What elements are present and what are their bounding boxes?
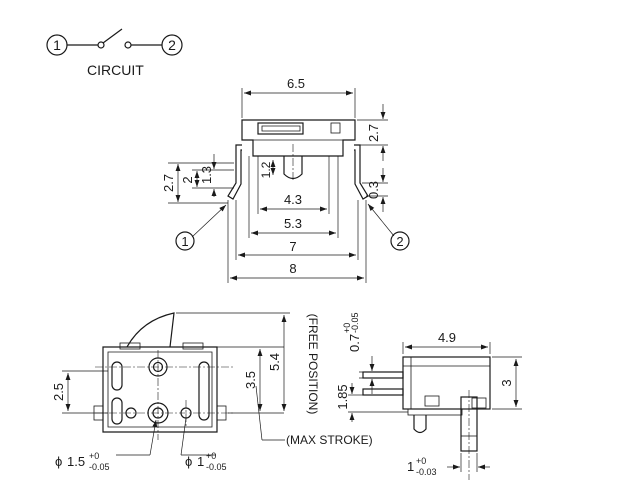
actuator-rod-lower bbox=[362, 388, 404, 396]
dim-2-7-left: 2.7 bbox=[161, 174, 176, 192]
terminal-left bbox=[227, 144, 242, 200]
dim-1-85: 1.85 bbox=[335, 384, 350, 409]
callout-1: 1 bbox=[181, 234, 188, 249]
hole-small-tol-dn: -0.05 bbox=[206, 462, 227, 472]
top-view: 6.5 2.7 0.3 2.7 2 1.3 1.2 4.3 bbox=[161, 76, 410, 283]
dim-1-tol-up: +0 bbox=[416, 456, 426, 466]
hole-small-leader bbox=[180, 417, 187, 456]
max-stroke-label: (MAX STROKE) bbox=[286, 433, 373, 447]
dim-2-5: 2.5 bbox=[51, 383, 66, 401]
contact-left bbox=[97, 41, 105, 49]
contact-right bbox=[124, 41, 132, 49]
dim-3: 3 bbox=[499, 379, 514, 386]
dim-1-2: 1.2 bbox=[259, 161, 273, 178]
dim-5-3: 5.3 bbox=[284, 216, 302, 231]
circuit-label: CIRCUIT bbox=[87, 62, 144, 78]
top-notch-right bbox=[182, 342, 204, 350]
callout-2-circle bbox=[390, 231, 410, 251]
free-position-label: (FREE POSITION) bbox=[306, 314, 320, 415]
dim-1-3: 1.3 bbox=[199, 166, 214, 184]
base-strip bbox=[407, 408, 463, 416]
hole-big-phi: ϕ bbox=[55, 454, 62, 469]
callout-2: 2 bbox=[396, 234, 403, 249]
top-notch-left bbox=[119, 342, 141, 350]
callout-1-circle bbox=[175, 231, 195, 251]
dim-0-7: 0.7 bbox=[347, 334, 362, 352]
leader-1 bbox=[191, 204, 227, 238]
slot-right bbox=[198, 361, 210, 421]
switch-lever bbox=[102, 28, 123, 44]
side-view: 0.7 +0 -0.05 4.9 1.85 3 1 +0 -0.03 bbox=[335, 312, 522, 480]
side-tab bbox=[330, 122, 341, 134]
slot-left-upper bbox=[111, 361, 123, 391]
hole-big-leader bbox=[149, 419, 158, 456]
front-body-inner bbox=[107, 351, 213, 428]
hole-small-nominal: 1 bbox=[197, 454, 204, 469]
actuator-rod-upper bbox=[362, 371, 404, 379]
dim-2-7-right: 2.7 bbox=[366, 124, 381, 142]
dim-0-7-tol-dn: -0.05 bbox=[350, 312, 360, 333]
dim-8: 8 bbox=[289, 261, 296, 276]
dim-3-5: 3.5 bbox=[243, 371, 258, 389]
hole-small-phi: ϕ bbox=[185, 454, 192, 469]
nub bbox=[424, 395, 440, 407]
dim-1-tol-dn: -0.03 bbox=[416, 467, 437, 477]
pin2-label: 2 bbox=[168, 37, 176, 53]
front-view: 2.5 3.5 5.4 (FREE POSITION) (MAX STROKE)… bbox=[51, 312, 373, 472]
dim-4-9: 4.9 bbox=[438, 330, 456, 345]
hole-small-tol-up: +0 bbox=[206, 451, 216, 461]
dim-1-nominal: 1 bbox=[407, 459, 414, 474]
dim-0-7-tol-up: +0 bbox=[342, 323, 352, 333]
pin1-label: 1 bbox=[53, 37, 61, 53]
dim-0-3: 0.3 bbox=[366, 181, 381, 199]
dim-7: 7 bbox=[289, 239, 296, 254]
switch-body bbox=[241, 119, 356, 157]
lever-arm bbox=[126, 312, 175, 348]
leader-2 bbox=[367, 203, 395, 237]
small-peg bbox=[413, 415, 427, 434]
nub-right bbox=[471, 397, 487, 409]
actuator-slot bbox=[257, 122, 304, 135]
actuator-inner bbox=[261, 125, 301, 132]
hole-big-tol-up: +0 bbox=[89, 451, 99, 461]
hole-big-tol-dn: -0.05 bbox=[89, 462, 110, 472]
dim-2: 2 bbox=[180, 176, 195, 183]
pin2-circle bbox=[161, 34, 183, 56]
hole-big-nominal: 1.5 bbox=[67, 454, 85, 469]
slot-left-lower bbox=[111, 397, 123, 425]
dim-6-5: 6.5 bbox=[287, 76, 305, 91]
circuit-symbol: 1 2 CIRCUIT bbox=[46, 28, 183, 78]
dim-5-4: 5.4 bbox=[267, 353, 282, 371]
terminal-right bbox=[354, 144, 369, 200]
dim-4-3: 4.3 bbox=[284, 192, 302, 207]
max-stroke-leader bbox=[255, 385, 263, 441]
